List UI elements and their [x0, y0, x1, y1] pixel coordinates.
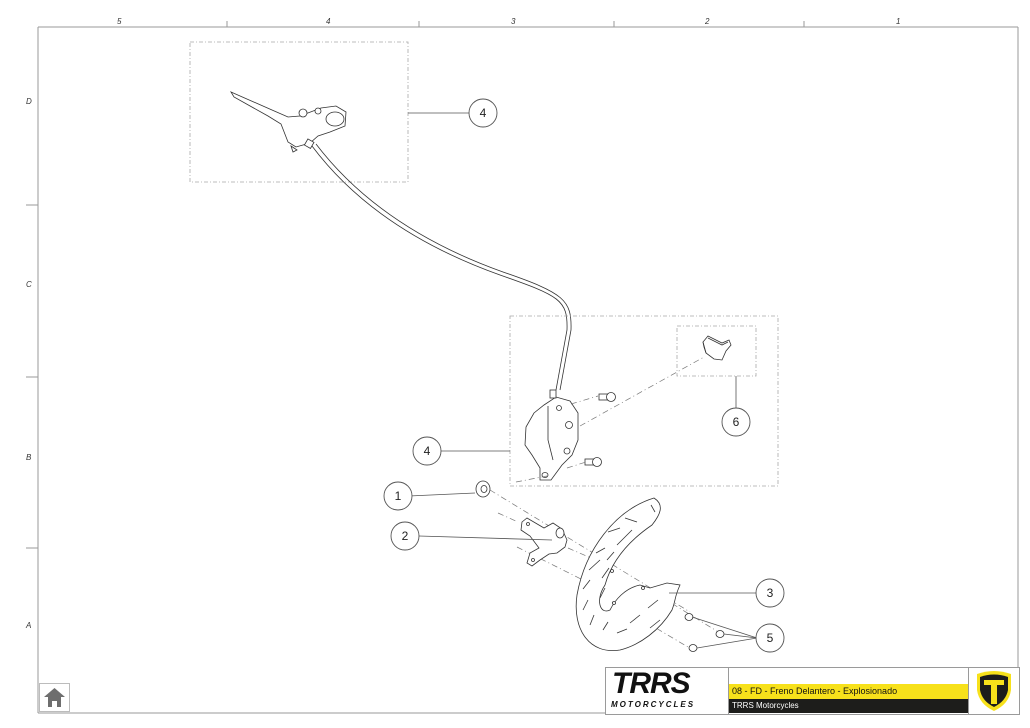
callout-number: 5 — [767, 631, 774, 645]
brake-hose — [311, 143, 572, 391]
callout-4-lever[interactable]: 4 — [468, 98, 498, 128]
brand-logo: TRRS MOTORCYCLES — [606, 668, 729, 714]
title-block: TRRS MOTORCYCLES 08 - FD - Freno Delante… — [605, 667, 1020, 715]
home-icon — [44, 688, 65, 707]
grid-row-label: D — [26, 97, 32, 106]
trrs-shield-icon — [977, 671, 1011, 711]
brake-lever-drawing — [230, 91, 347, 153]
grid-column-label: 2 — [705, 17, 710, 26]
drawing-title: 08 - FD - Freno Delantero - Explosionado — [729, 684, 968, 699]
caliper-bracket-drawing — [520, 517, 568, 567]
callout-4-caliper[interactable]: 4 — [412, 436, 442, 466]
caliper-group-box — [509, 315, 779, 487]
callout-6[interactable]: 6 — [721, 407, 751, 437]
callout-number: 4 — [480, 106, 487, 120]
grid-column-label: 1 — [896, 17, 901, 26]
callout-number: 6 — [733, 415, 740, 429]
callout-number: 3 — [767, 586, 774, 600]
drawing-info: 08 - FD - Freno Delantero - Explosionado… — [729, 668, 969, 714]
callout-3[interactable]: 3 — [755, 578, 785, 608]
callout-5[interactable]: 5 — [755, 623, 785, 653]
lever-group-box — [189, 41, 409, 183]
grid-column-label: 4 — [326, 17, 331, 26]
callout-1[interactable]: 1 — [383, 481, 413, 511]
callout-2[interactable]: 2 — [390, 521, 420, 551]
leader-lines — [408, 112, 758, 649]
callout-number: 4 — [424, 444, 431, 458]
brake-disc-drawing — [575, 497, 681, 652]
spacer-drawing — [475, 480, 491, 498]
caliper-bolts-drawing — [584, 392, 616, 467]
brand-logo-tagline: MOTORCYCLES — [611, 700, 696, 709]
drawing-subtitle: TRRS Motorcycles — [729, 699, 968, 713]
disc-bolts-drawing — [684, 613, 725, 652]
grid-row-label: A — [26, 621, 32, 630]
emblem-cell — [969, 668, 1019, 714]
brake-pads-drawing — [702, 335, 732, 361]
grid-row-label: C — [26, 280, 32, 289]
alignment-lines — [489, 356, 721, 651]
callout-number: 2 — [402, 529, 409, 543]
callout-number: 1 — [395, 489, 402, 503]
grid-row-label: B — [26, 453, 32, 462]
drawing-frame — [26, 21, 1019, 714]
home-button[interactable] — [39, 683, 70, 712]
brake-caliper-drawing — [524, 389, 579, 481]
grid-column-label: 3 — [511, 17, 516, 26]
brand-logo-text: TRRS — [612, 667, 691, 700]
grid-column-label: 5 — [117, 17, 122, 26]
pads-group-box — [676, 325, 757, 377]
